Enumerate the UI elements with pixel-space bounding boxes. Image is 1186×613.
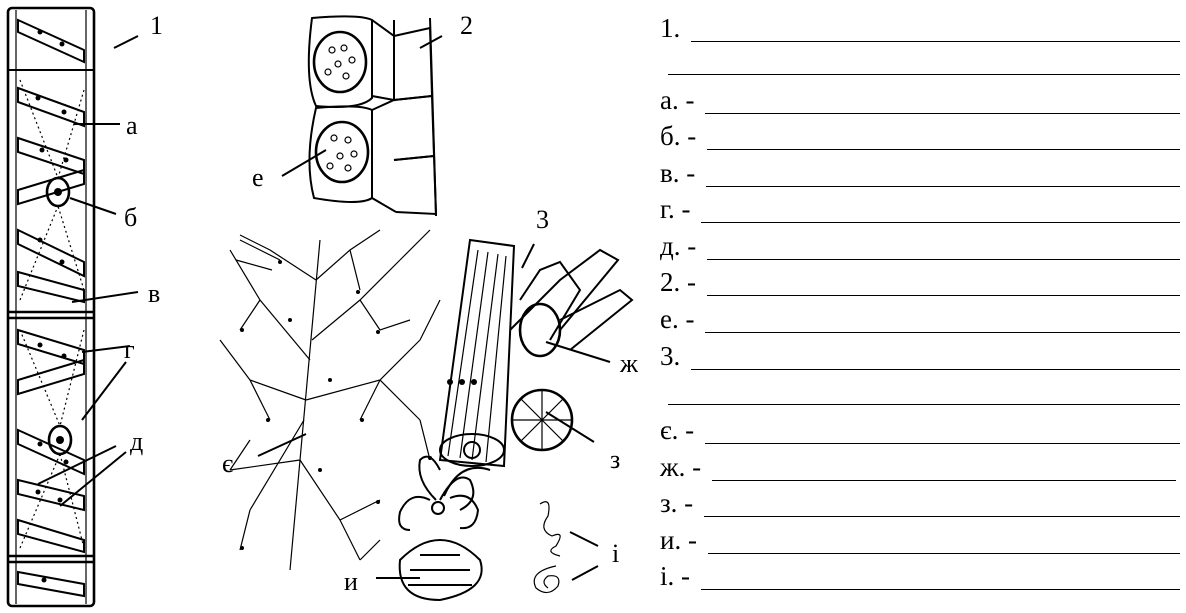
answer-line[interactable] — [712, 456, 1176, 481]
answer-line[interactable] — [701, 565, 1180, 590]
answer-row-g[interactable]: г. - — [660, 193, 1180, 223]
answer-key: е. - — [660, 306, 701, 333]
answer-key: а. - — [660, 87, 701, 114]
answer-key: з. - — [660, 490, 700, 517]
answer-line[interactable] — [701, 198, 1180, 223]
answer-line[interactable] — [707, 271, 1180, 296]
answer-row-ye[interactable]: є. - — [660, 414, 1180, 444]
answer-line[interactable] — [707, 125, 1180, 150]
chara-reproductive-organs-drawing — [440, 240, 632, 466]
answer-key: 2. - — [660, 269, 703, 296]
spirogyra-filament-drawing — [8, 8, 94, 606]
answer-line[interactable] — [705, 308, 1180, 333]
answer-row-e[interactable]: е. - — [660, 303, 1180, 333]
figure-labels: 1 а б в г д 2 е 3 ж є з и і — [124, 11, 639, 596]
answer-line[interactable] — [704, 492, 1180, 517]
answer-row-i[interactable]: і. - — [660, 560, 1180, 590]
answer-key: г. - — [660, 196, 697, 223]
answer-line-continuation-1[interactable] — [668, 74, 1180, 75]
zygospore-cells-drawing — [309, 16, 436, 216]
label-zh: ж — [619, 349, 639, 378]
answer-key: 3. — [660, 343, 687, 370]
label-i: і — [612, 539, 619, 568]
label-y: и — [344, 567, 358, 596]
label-e: е — [252, 163, 264, 192]
leader-lines — [38, 36, 610, 580]
label-d: д — [130, 427, 143, 456]
answer-row-b[interactable]: б. - — [660, 120, 1180, 150]
answer-key: є. - — [660, 417, 701, 444]
label-ye: є — [222, 449, 233, 478]
label-v: в — [148, 279, 160, 308]
answer-key: д. - — [660, 233, 703, 260]
answer-line[interactable] — [705, 89, 1180, 114]
answer-line[interactable] — [706, 162, 1180, 187]
answer-line[interactable] — [705, 419, 1180, 444]
answer-row-2[interactable]: 2. - — [660, 266, 1180, 296]
answer-sheet: 1. а. - б. - в. - г. - д. - 2. - — [660, 0, 1180, 613]
label-3: 3 — [536, 205, 549, 234]
spermatozoid-spirals-drawing — [534, 502, 560, 593]
label-g: г — [124, 335, 135, 364]
label-z: з — [610, 445, 620, 474]
answer-row-d[interactable]: д. - — [660, 230, 1180, 260]
answer-row-v[interactable]: в. - — [660, 157, 1180, 187]
label-b: б — [124, 203, 137, 232]
answer-row-3[interactable]: 3. — [660, 340, 1180, 370]
answer-key: і. - — [660, 563, 697, 590]
answer-key: и. - — [660, 527, 704, 554]
answer-key: в. - — [660, 160, 702, 187]
answer-key: 1. — [660, 15, 687, 42]
answer-line-continuation-3[interactable] — [668, 404, 1180, 405]
answer-row-y[interactable]: и. - — [660, 524, 1180, 554]
answer-line[interactable] — [691, 17, 1180, 42]
answer-key: ж. - — [660, 454, 708, 481]
label-a: а — [126, 111, 138, 140]
answer-line[interactable] — [708, 529, 1180, 554]
chara-plant-drawing — [220, 230, 440, 570]
label-1: 1 — [150, 11, 163, 40]
label-2: 2 — [460, 11, 473, 40]
answer-row-z[interactable]: з. - — [660, 487, 1180, 517]
answer-line[interactable] — [691, 345, 1180, 370]
answer-row-1[interactable]: 1. — [660, 12, 1180, 42]
answer-row-a[interactable]: а. - — [660, 84, 1180, 114]
algae-illustrations: 1 а б в г д 2 е 3 ж є з и і — [0, 0, 660, 613]
answer-line[interactable] — [707, 235, 1180, 260]
answer-row-zh[interactable]: ж. - — [660, 451, 1176, 481]
answer-key: б. - — [660, 123, 703, 150]
